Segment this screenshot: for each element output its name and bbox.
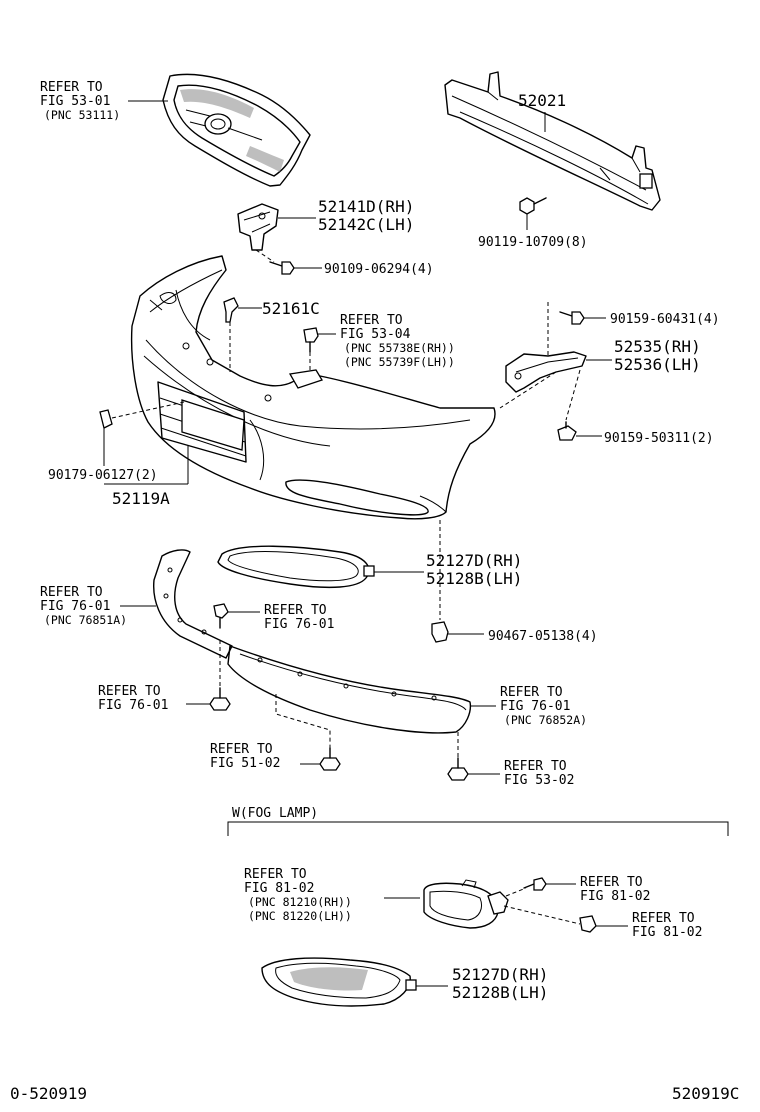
spoiler-clip: [213, 603, 229, 629]
clip-52161c: [223, 297, 239, 323]
bracket-bolt-dashline: [255, 249, 275, 263]
fog-bolt: [523, 877, 547, 891]
front-bumper-cover: [130, 255, 496, 520]
upper-bracket: [237, 203, 279, 251]
spoiler-clip-ref-line2: FIG 76-01: [264, 617, 334, 632]
side-screw: [557, 421, 577, 441]
fog-bolt-ref-line2: FIG 81-02: [580, 889, 650, 904]
clip-52161c-label: 52161C: [262, 299, 320, 318]
fog-ref-line3: (PNC 81210(RH)): [248, 895, 352, 909]
reinforcement-bolt: [519, 197, 547, 215]
radiator-grille: [162, 73, 311, 187]
fog-nut-dashline: [503, 905, 581, 925]
lamp-ref-line2: FIG 53-04: [340, 327, 411, 342]
lower-clip-label: 90467-05138(4): [488, 629, 598, 644]
fog-ref-line2: FIG 81-02: [244, 881, 314, 896]
side-screw-dashline: [565, 369, 581, 421]
spoiler-bolt-ref-line1: REFER TO: [98, 684, 161, 699]
fog-bezel-rh-label: 52127D(RH): [426, 551, 522, 570]
lower-spoiler-side: [227, 645, 472, 734]
fog-bezel-lh-label: 52128B(LH): [426, 569, 522, 588]
lamp-ref-line1: REFER TO: [340, 313, 403, 328]
spoiler-bolt-ref-line2: FIG 76-01: [98, 698, 168, 713]
bolt53-ref-line1: REFER TO: [504, 759, 567, 774]
bumper-cover-label: 52119A: [112, 489, 170, 508]
fog-bezel-lower-lh-label: 52128B(LH): [452, 983, 548, 1002]
bolt51-dashline: [275, 694, 331, 754]
bracket-bolt-label: 90109-06294(4): [324, 262, 434, 277]
spoiler2-ref-line3: (PNC 76852A): [504, 713, 587, 727]
grille-ref-line3: (PNC 53111): [44, 108, 120, 122]
bumper-clip-dashline: [111, 401, 185, 419]
spoiler-clip-ref-line1: REFER TO: [264, 603, 327, 618]
fog-bolt-dashline: [505, 887, 527, 897]
lamp-ref-line4: (PNC 55739F(LH)): [344, 355, 455, 369]
fog-lamp: [423, 879, 509, 929]
bumper-clip-label: 90179-06127(2): [48, 468, 158, 483]
side-bracket: [505, 351, 587, 393]
spoiler2-ref-line1: REFER TO: [500, 685, 563, 700]
footer-left-code: 0-520919: [10, 1084, 87, 1103]
grille-ref-line2: FIG 53-01: [40, 94, 110, 109]
bolt51-ref-line2: FIG 51-02: [210, 756, 280, 771]
reinforcement-bolt-label: 90119-10709(8): [478, 235, 588, 250]
bolt-53-02: [447, 757, 469, 781]
bolt-51-02: [319, 747, 341, 771]
lamp-clip: [303, 327, 319, 353]
side-bumper-dashline: [499, 371, 557, 409]
grille-ref-line1: REFER TO: [40, 80, 103, 95]
fog-nut-ref-line2: FIG 81-02: [632, 925, 702, 940]
reinforcement-label: 52021: [518, 91, 566, 110]
bracket-bolt: [269, 261, 295, 275]
lamp-ref-line3: (PNC 55738E(RH)): [344, 341, 455, 355]
fog-nut-ref-line1: REFER TO: [632, 911, 695, 926]
side-bracket-rh-label: 52535(RH): [614, 337, 701, 356]
side-bracket-lh-label: 52536(LH): [614, 355, 701, 374]
spoiler-ref-line3: (PNC 76851A): [44, 613, 127, 627]
lower-spoiler-center: [153, 549, 233, 659]
bolt53-ref-line2: FIG 53-02: [504, 773, 574, 788]
fog-bezel-lower: [261, 957, 417, 1007]
fog-bezel-lower-rh-label: 52127D(RH): [452, 965, 548, 984]
footer-right-code: 520919C: [672, 1084, 739, 1103]
bolt51-ref-line1: REFER TO: [210, 742, 273, 757]
spoiler2-ref-line2: FIG 76-01: [500, 699, 570, 714]
lower-clip: [431, 621, 449, 643]
bumper-reinforcement: [444, 71, 661, 211]
fog-bezel: [217, 545, 375, 589]
side-bolt-label: 90159-60431(4): [610, 312, 720, 327]
fog-ref-line4: (PNC 81220(LH)): [248, 909, 352, 923]
fog-bolt-ref-line1: REFER TO: [580, 875, 643, 890]
fog-section-bracket: [227, 821, 729, 836]
spoiler-ref-line2: FIG 76-01: [40, 599, 110, 614]
bracket-rh-label: 52141D(RH): [318, 197, 414, 216]
fog-nut: [579, 915, 597, 933]
side-screw-label: 90159-50311(2): [604, 431, 714, 446]
fog-ref-line1: REFER TO: [244, 867, 307, 882]
spoiler-bolt: [209, 687, 231, 711]
bumper-clip: [99, 409, 113, 429]
fog-section-title: W(FOG LAMP): [232, 806, 318, 821]
side-bolt: [559, 311, 585, 325]
bracket-lh-label: 52142C(LH): [318, 215, 414, 234]
spoiler-ref-line1: REFER TO: [40, 585, 103, 600]
